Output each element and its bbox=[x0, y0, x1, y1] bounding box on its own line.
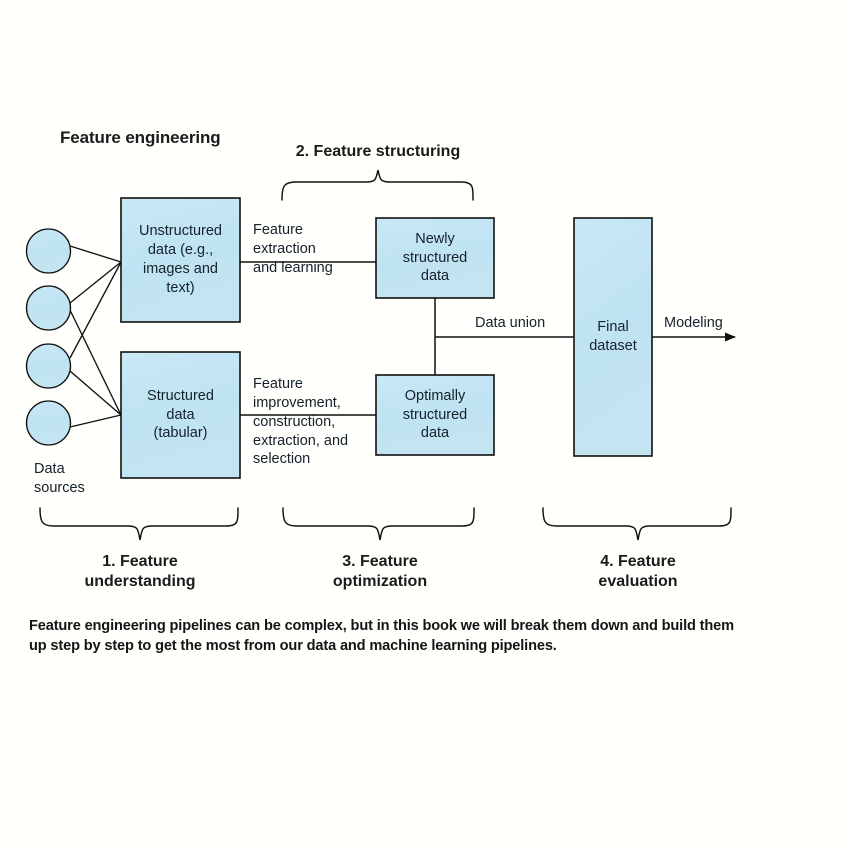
data-sources-line-1: Data bbox=[34, 461, 65, 477]
stage-label-2: 2. Feature structuring bbox=[278, 142, 478, 162]
node-newly-structured bbox=[375, 217, 495, 299]
data-source-circle-1 bbox=[25, 228, 72, 274]
node-structured-data bbox=[120, 351, 241, 479]
data-source-circle-4 bbox=[25, 400, 72, 446]
data-sources-label: Data sources bbox=[34, 460, 85, 498]
data-source-circle-3 bbox=[25, 343, 72, 389]
edge-label-feature-improvement: Feature improvement, construction, extra… bbox=[253, 375, 348, 469]
fi-line-1: Feature bbox=[253, 376, 303, 392]
data-source-circle-2 bbox=[25, 285, 72, 331]
stage-2-line-1: 2. Feature structuring bbox=[295, 143, 461, 160]
data-source-circles bbox=[25, 228, 72, 446]
figure-title: Feature engineering bbox=[60, 128, 221, 147]
stage-label-4: 4. Feature evaluation bbox=[538, 552, 738, 593]
stage-4-line-1: 4. Feature bbox=[600, 553, 676, 570]
node-final-dataset bbox=[573, 217, 653, 457]
stage-braces bbox=[39, 169, 732, 541]
brace-stage-1 bbox=[39, 507, 239, 541]
figure-caption: Feature engineering pipelines can be com… bbox=[29, 618, 734, 655]
fe-line-1: Feature bbox=[253, 222, 303, 238]
edge-label-feature-extraction: Feature extraction and learning bbox=[253, 221, 333, 278]
brace-stage-4 bbox=[542, 507, 732, 541]
edge-label-modeling: Modeling bbox=[664, 315, 723, 331]
stage-label-3: 3. Feature optimization bbox=[280, 552, 480, 593]
brace-stage-3 bbox=[282, 507, 475, 541]
fi-line-2: improvement, bbox=[253, 394, 341, 411]
fi-line-5: selection bbox=[253, 451, 311, 468]
flow-lines bbox=[240, 261, 736, 416]
stage-4-line-2: evaluation bbox=[598, 573, 678, 591]
node-unstructured-data bbox=[120, 197, 241, 323]
data-sources-line-2: sources bbox=[34, 479, 85, 496]
stage-3-line-1: 3. Feature bbox=[342, 553, 418, 570]
fi-line-4: extraction, and bbox=[253, 432, 349, 449]
stage-1-line-1: 1. Feature bbox=[102, 553, 178, 570]
process-boxes bbox=[120, 197, 653, 479]
edge-label-data-union: Data union bbox=[475, 315, 546, 331]
brace-stage-2 bbox=[281, 169, 474, 201]
fi-line-3: construction, bbox=[253, 413, 336, 430]
source-connector-lines bbox=[69, 245, 122, 428]
node-optimally-structured bbox=[375, 374, 495, 456]
stage-3-line-2: optimization bbox=[332, 573, 428, 591]
fe-line-3: and learning bbox=[253, 259, 333, 276]
stage-label-1: 1. Feature understanding bbox=[40, 552, 240, 593]
stage-1-line-2: understanding bbox=[84, 573, 196, 591]
fe-line-2: extraction bbox=[253, 240, 316, 257]
